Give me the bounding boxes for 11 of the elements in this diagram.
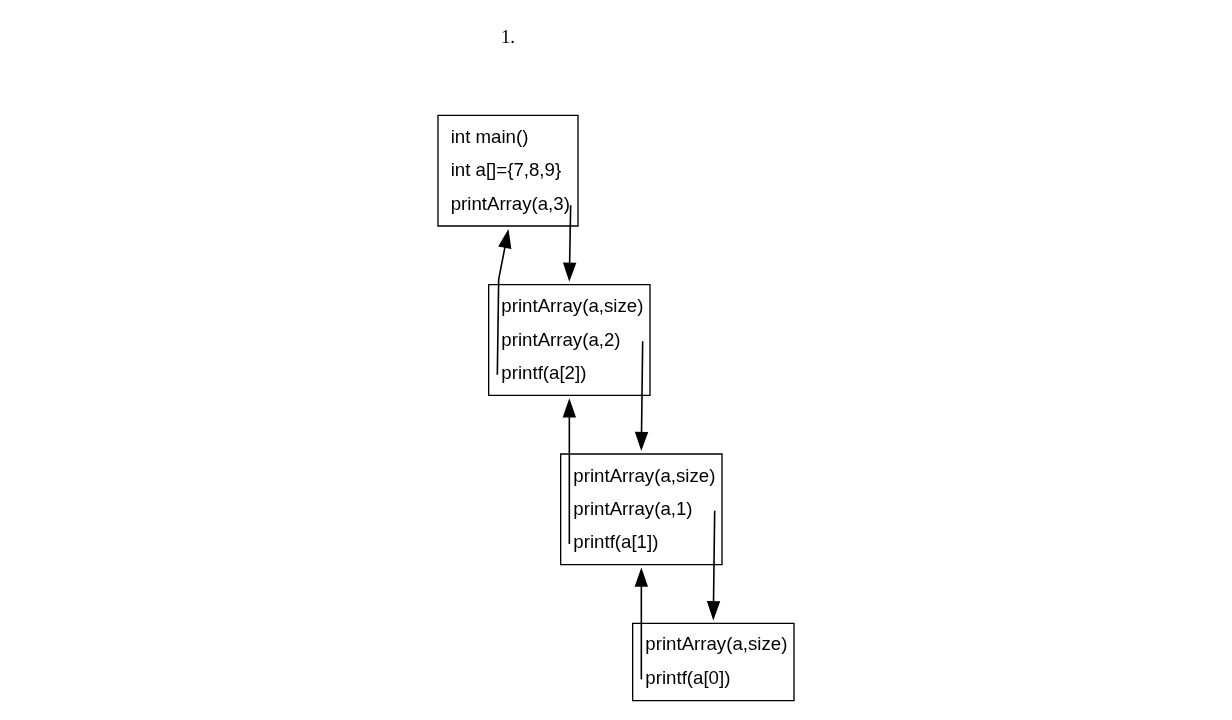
node-box: int main() int a[]={7,8,9} printArray(a,3): [437, 114, 579, 227]
arrow: [562, 398, 577, 545]
arrow: [634, 340, 649, 452]
label: 1.: [501, 25, 515, 47]
arrow: [562, 204, 577, 282]
arrow: [496, 228, 512, 376]
node-box: printArray(a,size) printArray(a,2) printf(a[2]): [488, 284, 651, 396]
arrow: [706, 509, 721, 621]
node-box: printArray(a,size) printf(a[0]): [632, 622, 795, 702]
node-box: printArray(a,size) printArray(a,1) printf(a[1]): [560, 453, 723, 566]
arrow: [634, 567, 649, 681]
